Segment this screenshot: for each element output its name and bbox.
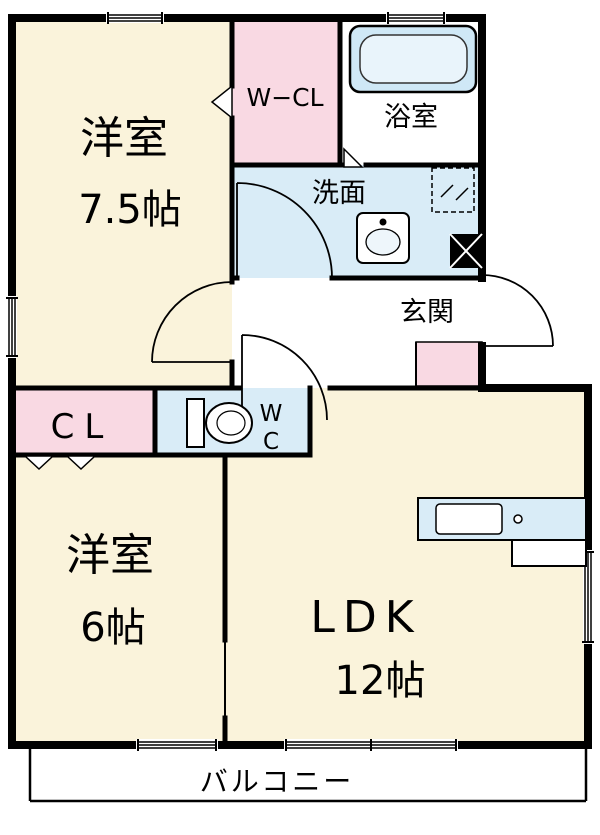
- kitchen-cabinet: [511, 539, 587, 567]
- kitchen-faucet: [513, 514, 523, 524]
- room-yoshitsu-6: [12, 455, 225, 745]
- pipe-space-icon: [449, 233, 483, 269]
- label-closet: CL: [51, 407, 114, 447]
- label-balcony: バルコニー: [200, 765, 354, 798]
- toilet-icon: [186, 398, 253, 448]
- window-ticks: [6, 12, 594, 751]
- room-ldk: [225, 388, 588, 745]
- exterior-walls: [8, 14, 592, 749]
- washer-space-outline: [431, 167, 475, 213]
- genkan-mat: [415, 341, 483, 387]
- balcony-outline: [28, 745, 588, 803]
- washer-space-arrows: [440, 184, 469, 201]
- label-wc-line1: W: [260, 401, 283, 427]
- interior-walls: [9, 15, 485, 748]
- washer-space-icon: [431, 167, 475, 213]
- windows: [6, 12, 594, 751]
- door-arcs: [151, 182, 554, 421]
- label-yoshitsu75-name: 洋室: [80, 113, 168, 164]
- label-genkan: 玄関: [400, 297, 454, 328]
- toilet-tank: [186, 398, 205, 448]
- label-wc-line2: C: [263, 429, 279, 455]
- washbasin-icon: [356, 212, 410, 264]
- label-yoshitsu6-name: 洋室: [66, 530, 154, 581]
- kitchen-sink: [435, 503, 503, 535]
- sliding-door-lines: [224, 342, 417, 718]
- washbasin-faucet: [379, 218, 387, 226]
- bath-door-marker: [343, 147, 364, 168]
- pipe-space-cross: [449, 233, 483, 269]
- room-walkin-closet: [232, 18, 340, 165]
- label-washroom: 洗面: [312, 178, 366, 209]
- toilet-bowl: [205, 402, 253, 444]
- wcl-door-marker: [210, 84, 233, 120]
- label-bathroom: 浴室: [384, 102, 438, 133]
- label-yoshitsu6-size: 6帖: [80, 605, 145, 651]
- room-yoshitsu-7-5: [12, 18, 232, 388]
- bathtub-icon: [348, 24, 478, 94]
- bathtub-inner: [359, 34, 468, 84]
- closet-door-marker: [65, 455, 97, 471]
- washbasin-bowl: [365, 228, 401, 256]
- kitchen-counter-icon: [417, 497, 587, 567]
- closet-door-marker: [23, 455, 55, 471]
- label-yoshitsu75-size: 7.5帖: [78, 187, 182, 233]
- room-closet: [12, 388, 155, 455]
- label-walkin-closet: W−CL: [246, 83, 323, 112]
- label-ldk-name: LDK: [310, 592, 421, 643]
- label-ldk-size: 12帖: [335, 658, 426, 704]
- toilet-bowl-inner: [216, 410, 246, 436]
